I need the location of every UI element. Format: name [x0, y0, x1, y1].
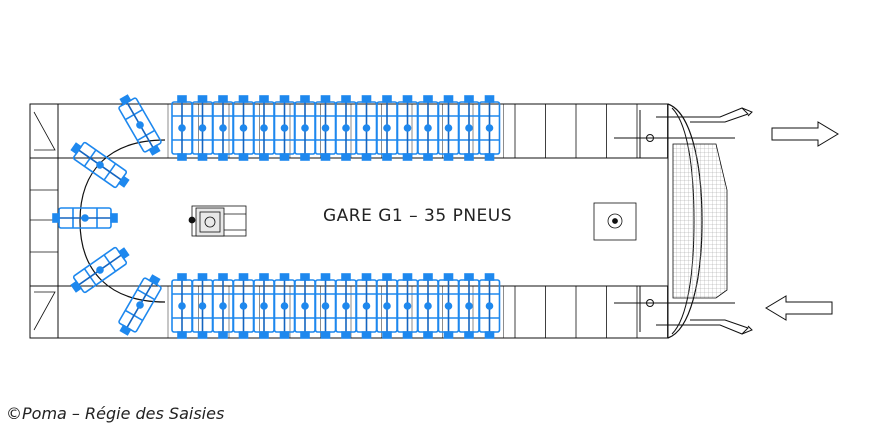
tension-unit-icon	[593, 202, 637, 241]
left-end-structure	[30, 111, 58, 331]
bullwheel-path	[79, 139, 166, 303]
chair-13	[437, 95, 460, 161]
chair-27	[396, 273, 419, 339]
chair-34	[52, 207, 118, 229]
chair-15	[478, 95, 501, 161]
upper-chair-row	[171, 95, 501, 161]
chair-2	[212, 95, 234, 161]
upper-grid-cells	[167, 104, 668, 158]
chair-30	[458, 273, 480, 339]
chair-25	[355, 273, 378, 339]
chair-23	[314, 273, 337, 339]
chair-3	[232, 95, 255, 161]
drive-machine-icon	[188, 205, 247, 237]
chair-16	[171, 273, 193, 339]
chair-12	[417, 95, 439, 161]
photo-credit: ©Poma – Régie des Saisies	[6, 404, 225, 423]
chair-14	[458, 95, 480, 161]
chair-31	[478, 273, 501, 339]
departure-arrow-icon	[771, 121, 839, 147]
chair-32	[118, 94, 162, 156]
chair-7	[314, 95, 337, 161]
chair-35	[70, 246, 130, 294]
chair-11	[396, 95, 419, 161]
chair-26	[376, 273, 398, 339]
lower-chair-row	[171, 273, 501, 339]
station-label: GARE G1 – 35 PNEUS	[323, 206, 512, 226]
chair-17	[191, 273, 214, 339]
chair-9	[355, 95, 378, 161]
haul-rope	[614, 107, 753, 335]
chair-8	[335, 95, 357, 161]
chair-21	[273, 273, 296, 339]
arrival-arrow-icon	[765, 295, 833, 321]
chair-18	[212, 273, 234, 339]
chair-0	[171, 95, 193, 161]
chair-20	[253, 273, 275, 339]
chair-28	[417, 273, 439, 339]
chair-5	[273, 95, 296, 161]
chair-19	[232, 273, 255, 339]
chair-1	[191, 95, 214, 161]
chair-4	[253, 95, 275, 161]
chair-36	[118, 274, 162, 336]
grating-panel	[672, 143, 728, 299]
chair-33	[70, 141, 130, 189]
chair-29	[437, 273, 460, 339]
chair-22	[294, 273, 316, 339]
chair-6	[294, 95, 316, 161]
chair-10	[376, 95, 398, 161]
curve-chairs	[52, 94, 162, 336]
chair-24	[335, 273, 357, 339]
